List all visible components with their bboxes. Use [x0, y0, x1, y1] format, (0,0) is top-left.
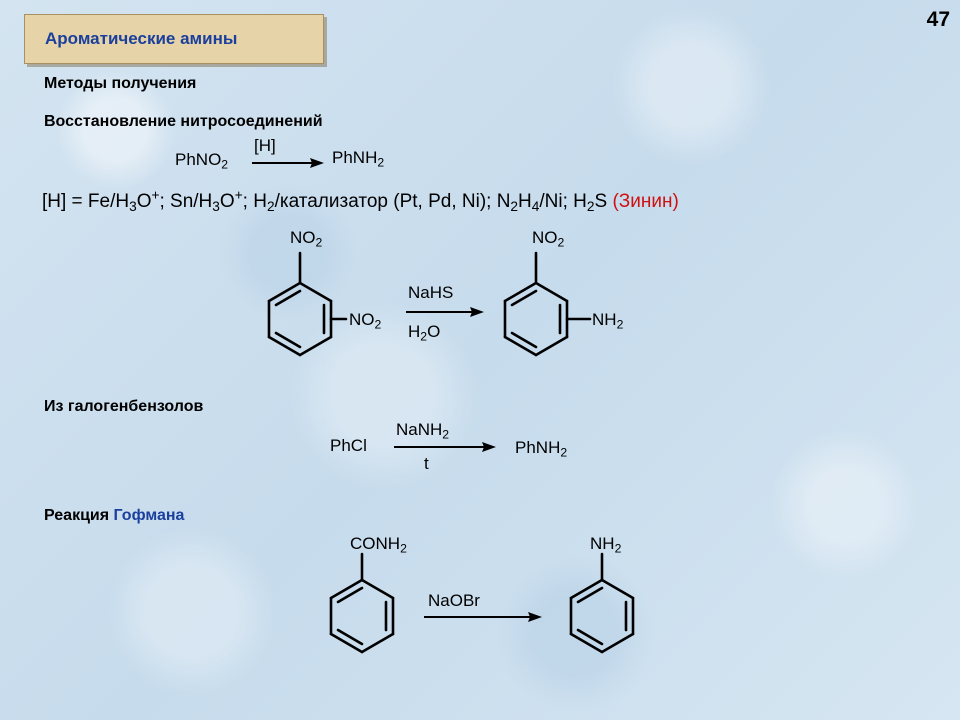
heading-reduction: Восстановление нитросоединений [44, 113, 323, 130]
aniline-group: NH2 [590, 534, 622, 556]
reagents-h: [H] [42, 191, 67, 212]
reaction1-product: PhNH2 [332, 148, 385, 170]
halo-product: PhNH2 [515, 438, 568, 460]
reaction1-reactant: PhNO2 [175, 150, 229, 172]
hofmann-arrow [424, 612, 542, 622]
slide-title: Ароматические амины [45, 29, 238, 48]
heading-hofmann: Реакция Гофмана [44, 507, 185, 524]
heading-methods: Методы получения [44, 75, 197, 92]
zinin-reagent-above: NaHS [408, 283, 454, 302]
nitroaniline-side-group: NH2 [592, 310, 624, 332]
benzene-ring-benzamide [329, 552, 395, 654]
halo-reagent-above: NaNH2 [396, 420, 450, 442]
benzene-ring-dinitro [267, 251, 348, 357]
benzamide-group: CONH2 [350, 534, 407, 556]
benzene-ring-aniline [569, 552, 635, 654]
reaction1-reagent: [H] [254, 136, 276, 155]
page-number: 47 [926, 8, 950, 31]
hofmann-reagent: NaOBr [428, 591, 480, 610]
reagents-line: [H] = Fe/H3O+; Sn/H3O+; H2/катализатор (… [42, 187, 679, 215]
title-box: Ароматические амины [24, 14, 324, 64]
zinin-reagent-below: H2O [408, 322, 441, 344]
halo-reagent-below: t [424, 454, 429, 473]
dinitro-top-group: NO2 [290, 228, 323, 250]
heading-halo: Из галогенбензолов [44, 398, 204, 415]
halo-arrow [394, 442, 496, 452]
halo-reactant: PhCl [330, 436, 367, 455]
reaction1-arrow [252, 158, 324, 168]
dinitro-side-group: NO2 [349, 310, 382, 332]
zinin-label: (Зинин) [612, 191, 679, 212]
benzene-ring-nitroaniline [503, 251, 592, 357]
zinin-arrow [406, 307, 484, 317]
hofmann-name: Гофмана [113, 507, 185, 524]
nitroaniline-top-group: NO2 [532, 228, 565, 250]
